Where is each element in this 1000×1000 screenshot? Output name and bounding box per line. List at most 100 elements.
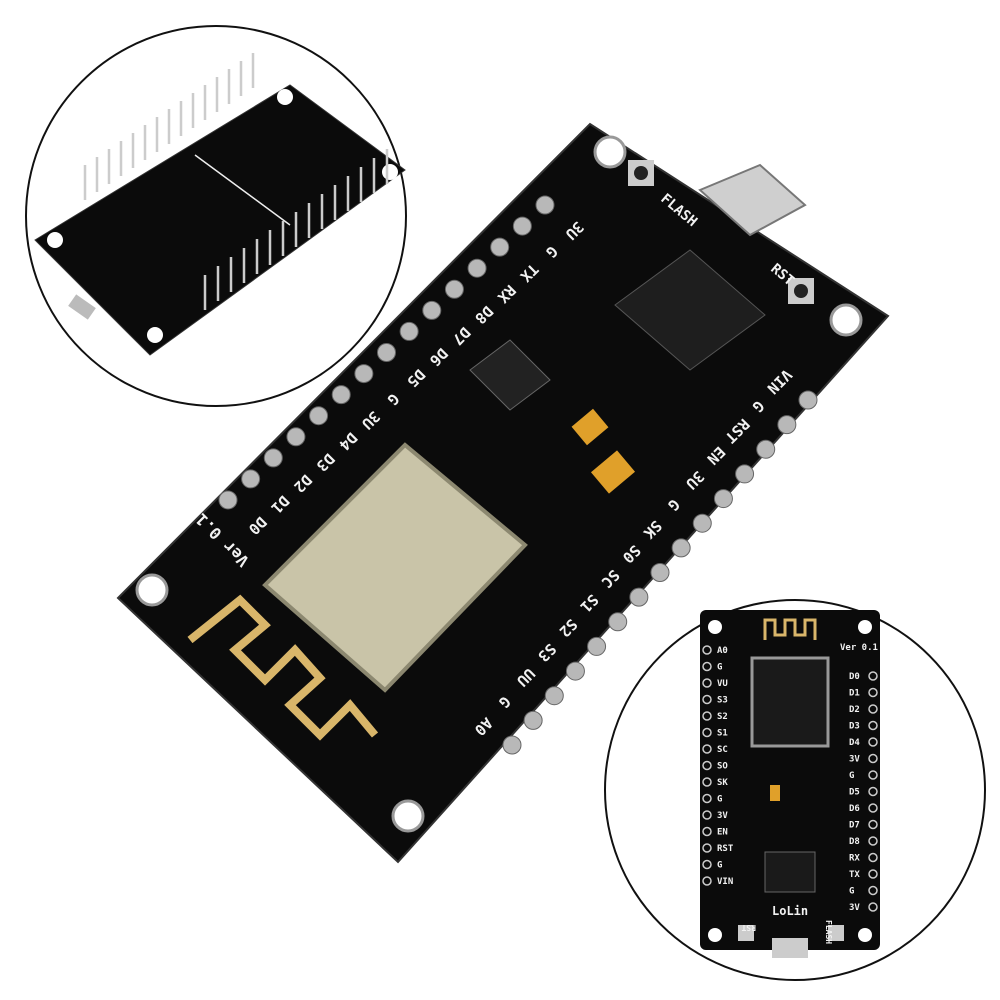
header-pin	[868, 902, 878, 912]
wifi-antenna-trace	[187, 594, 379, 741]
ch340-chip	[764, 851, 816, 893]
pin-label: D6	[849, 804, 860, 814]
header-pin	[650, 563, 670, 582]
header-pin	[702, 678, 712, 688]
header-pin	[502, 735, 522, 755]
header-pin	[868, 819, 878, 830]
pin-label: G	[717, 663, 722, 673]
pin-label: 3V	[849, 755, 860, 765]
pin-label: SC	[717, 745, 728, 755]
esp-module	[750, 656, 830, 748]
capacitor	[590, 450, 636, 494]
pin-label: D0	[849, 672, 860, 682]
header-pin	[702, 645, 712, 655]
header-pin	[702, 727, 712, 738]
ch340-chip	[614, 249, 766, 371]
header-pin	[868, 737, 878, 747]
mount-hole	[593, 135, 627, 169]
header-pin	[702, 777, 712, 787]
header-pin	[868, 753, 878, 764]
header-pin	[702, 661, 712, 672]
mount-hole	[829, 303, 863, 337]
header-pin	[868, 704, 878, 714]
pin-label: S1	[717, 729, 728, 739]
pin-label: 3V	[717, 811, 728, 821]
pin-label: EN	[717, 828, 728, 838]
header-pin	[868, 803, 878, 813]
header-pin	[422, 300, 442, 320]
header-pin	[629, 587, 649, 607]
pin-label: G	[717, 795, 722, 805]
header-pin	[490, 237, 510, 257]
header-pins	[83, 53, 389, 310]
header-pin	[218, 490, 238, 510]
header-pin	[868, 836, 878, 846]
rst-button-inset[interactable]	[738, 925, 754, 941]
pin-label: A0	[717, 646, 728, 656]
pin-label: D5	[849, 788, 860, 798]
capacitor	[571, 408, 609, 446]
pin-label: D2	[849, 705, 860, 715]
header-pin	[523, 710, 543, 730]
header-pin	[868, 720, 878, 731]
header-pin	[467, 258, 487, 278]
pin-label: G	[849, 771, 854, 781]
pin-label: G	[849, 887, 854, 897]
header-pin	[868, 885, 878, 896]
front-view-inset: Ver 0.1 LoLin RST FLASH A0GVUS3S2S1SCSOS…	[604, 599, 986, 981]
pin-label: D4	[849, 738, 860, 748]
micro-usb-port	[772, 938, 808, 958]
pin-label: D1	[849, 689, 860, 699]
esp8266-shield	[262, 442, 528, 693]
pin-label: 3V	[849, 903, 860, 913]
header-pin	[756, 439, 776, 459]
header-pin	[671, 538, 691, 558]
pin-label: G	[717, 861, 722, 871]
header-pin	[868, 852, 878, 863]
header-pin	[512, 216, 532, 236]
regulator	[469, 339, 551, 411]
pin-label: SK	[717, 778, 728, 788]
header-pin	[444, 279, 464, 299]
header-pin	[608, 612, 628, 632]
inset-rst-label: RST	[741, 923, 756, 932]
pin-label: D8	[849, 837, 860, 847]
header-pin	[535, 195, 555, 215]
header-pin	[309, 406, 329, 426]
header-pin	[713, 489, 733, 509]
pin-label: D7	[849, 821, 860, 831]
header-pin	[702, 826, 712, 837]
header-pin	[868, 869, 878, 879]
flash-button-inset[interactable]	[828, 925, 844, 941]
pin-label: TX	[849, 870, 860, 880]
header-pin	[798, 390, 818, 410]
pin-label: RX	[849, 854, 860, 864]
header-pin	[735, 464, 755, 484]
header-pin	[702, 760, 712, 771]
pin-label: D3	[849, 722, 860, 732]
header-pin	[263, 448, 283, 468]
pin-label: SO	[717, 762, 728, 772]
header-pin	[702, 711, 712, 721]
pin-label: RST	[717, 844, 734, 854]
inset-flash-label: FLASH	[824, 920, 833, 944]
usb-port-back	[68, 294, 96, 320]
header-pin	[331, 385, 351, 405]
header-pin	[241, 469, 261, 489]
header-pin	[399, 321, 419, 341]
header-pin	[702, 793, 712, 804]
inset-version: Ver 0.1	[840, 643, 878, 653]
pin-label: S3	[717, 696, 728, 706]
header-pin	[286, 427, 306, 447]
header-pin	[702, 859, 712, 870]
header-pin	[702, 694, 712, 705]
micro-usb-port	[698, 163, 807, 237]
main-board: FLASH RST Ver 0.1 3UGTXRXD8D7D6D5G3UD4D3…	[116, 122, 890, 864]
header-pin	[692, 513, 712, 533]
header-pin	[868, 786, 878, 797]
header-pin	[377, 343, 396, 362]
header-pin	[354, 364, 374, 384]
header-pin	[565, 661, 585, 681]
header-pin	[868, 671, 878, 681]
